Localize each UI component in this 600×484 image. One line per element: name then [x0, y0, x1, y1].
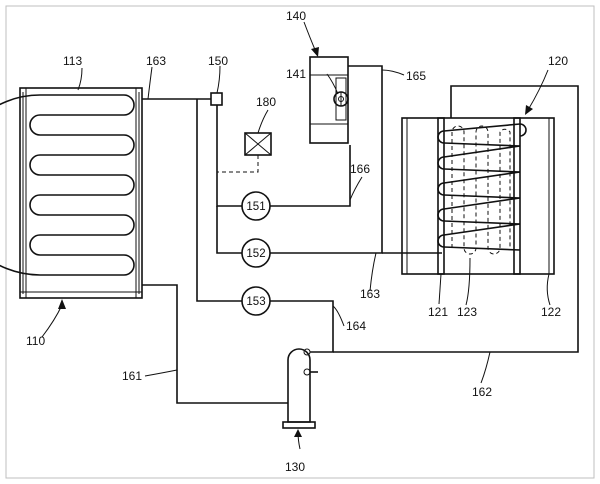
label-166: 166 [350, 162, 370, 176]
label-163-bottom: 163 [360, 287, 380, 301]
label-120: 120 [548, 54, 568, 68]
label-123: 123 [457, 305, 477, 319]
label-110: 110 [26, 334, 45, 348]
label-121: 121 [428, 305, 448, 319]
controller [217, 133, 271, 172]
compressor [283, 349, 315, 428]
pipes [142, 66, 578, 403]
label-164: 164 [346, 319, 366, 333]
labels: 113 163 150 140 141 180 165 120 166 151 … [26, 9, 568, 474]
condenser [0, 88, 142, 298]
label-161: 161 [122, 369, 142, 383]
evaporator-coil [438, 124, 526, 250]
gauge-151-label: 151 [246, 201, 265, 213]
gauge-152-label: 152 [246, 248, 265, 260]
label-140: 140 [286, 9, 306, 23]
leader-lines [78, 66, 550, 383]
label-180: 180 [256, 95, 276, 109]
evaporator-unit [402, 118, 554, 274]
label-150: 150 [208, 54, 228, 68]
label-122: 122 [541, 305, 561, 319]
gauge-153-label: 153 [246, 296, 265, 308]
label-165: 165 [406, 69, 426, 83]
fan-unit [310, 57, 348, 143]
label-163-top: 163 [146, 54, 166, 68]
expansion-valve [211, 93, 222, 105]
label-113: 113 [63, 54, 82, 68]
label-141: 141 [286, 67, 306, 81]
label-130: 130 [285, 460, 305, 474]
label-162: 162 [472, 385, 492, 399]
